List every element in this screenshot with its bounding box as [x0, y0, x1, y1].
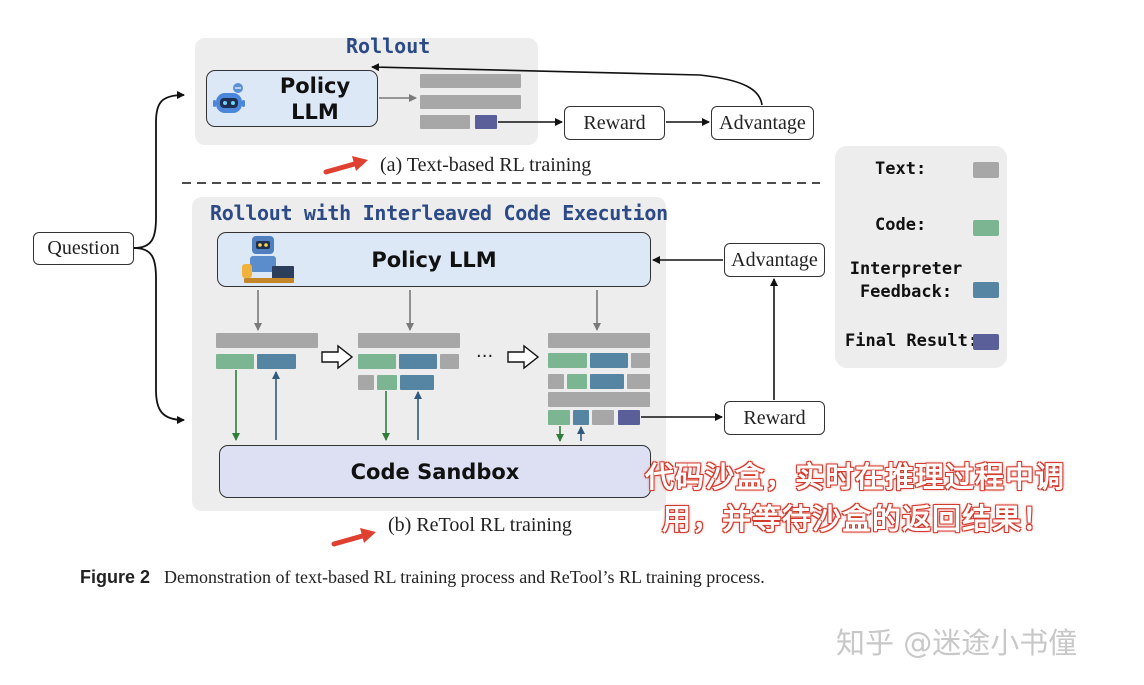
text-block	[420, 115, 470, 129]
feedback-block	[400, 375, 434, 390]
figure-caption-text: Demonstration of text-based RL training …	[164, 567, 765, 587]
policy-llm-label-top: Policy LLM	[279, 74, 351, 124]
ellipsis: ···	[476, 346, 494, 367]
feedback-block	[590, 353, 628, 368]
text-block	[592, 410, 614, 425]
policy-llm-box-bottom: Policy LLM	[217, 232, 651, 287]
code-sandbox-box: Code Sandbox	[219, 445, 651, 498]
text-block	[420, 95, 521, 109]
final-result-block	[475, 115, 497, 129]
text-block	[627, 374, 650, 389]
brace-down	[133, 247, 185, 424]
code-block	[216, 354, 254, 369]
feedback-block	[399, 354, 437, 369]
text-block	[548, 392, 650, 407]
text-block	[358, 375, 374, 390]
feedback-block	[257, 354, 296, 369]
code-block	[548, 410, 570, 425]
figure-caption-label: Figure 2	[80, 567, 151, 587]
rollout-title-top: Rollout	[346, 34, 431, 58]
feedback-block	[573, 410, 589, 425]
code-block	[377, 375, 397, 390]
rollout-title-bottom: Rollout with Interleaved Code Execution	[210, 201, 668, 225]
text-block	[548, 333, 650, 348]
brace-up	[133, 91, 185, 249]
annotation-line-1: 代码沙盒，实时在推理过程中调	[645, 460, 1066, 494]
caption-b: (b) ReTool RL training	[388, 514, 572, 536]
legend: Text: Code: Interpreter Feedback: Final …	[835, 146, 1007, 368]
legend-swatch-feedback	[973, 282, 999, 298]
robot-icon	[213, 83, 245, 113]
legend-label-feedback: Interpreter Feedback:	[849, 259, 963, 302]
text-block	[631, 353, 650, 368]
legend-swatch-final	[973, 334, 999, 350]
legend-label-code: Code:	[875, 215, 927, 235]
question-box: Question	[33, 232, 134, 265]
figure-caption: Figure 2 Demonstration of text-based RL t…	[80, 567, 765, 588]
code-block	[567, 374, 587, 389]
text-block	[548, 374, 564, 389]
text-block	[440, 354, 459, 369]
final-result-block	[618, 410, 640, 425]
reward-box-bottom: Reward	[724, 401, 825, 435]
code-block	[548, 353, 587, 368]
legend-swatch-text	[973, 162, 999, 178]
legend-label-final: Final Result:	[845, 331, 979, 351]
text-block	[420, 74, 521, 88]
reward-box-top: Reward	[564, 106, 665, 140]
legend-swatch-code	[973, 220, 999, 236]
watermark: 知乎 @迷途小书僮	[836, 626, 1078, 660]
advantage-box-bottom: Advantage	[724, 243, 825, 277]
robot-laptop-icon	[242, 236, 294, 283]
policy-llm-label-bottom: Policy LLM	[371, 247, 497, 272]
legend-label-text: Text:	[875, 159, 927, 179]
feedback-block	[590, 374, 624, 389]
policy-llm-box-top: Policy LLM	[206, 70, 378, 127]
caption-a: (a) Text-based RL training	[380, 154, 592, 176]
text-block	[216, 333, 318, 348]
code-block	[358, 354, 396, 369]
advantage-box-top: Advantage	[711, 106, 814, 140]
annotation-line-2: 用，并等待沙盒的返回结果！	[662, 502, 1053, 536]
text-block	[358, 333, 460, 348]
